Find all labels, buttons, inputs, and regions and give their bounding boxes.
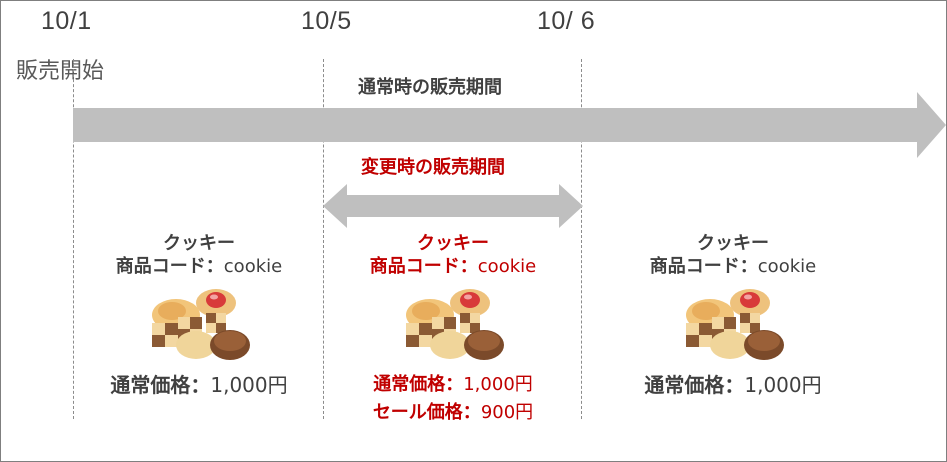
sale-price-label: セール価格： xyxy=(372,402,481,423)
changed-period-label: 変更時の販売期間 xyxy=(361,157,505,178)
cookie-illustration xyxy=(686,289,784,360)
regular-price: 通常価格：1,000円 xyxy=(348,371,558,399)
product-name: クッキー xyxy=(163,233,235,254)
regular-price-value: 1,000円 xyxy=(463,374,533,395)
product-code-value: cookie xyxy=(477,256,537,277)
launch-label: 販売開始 xyxy=(16,59,105,84)
product-name: クッキー xyxy=(697,233,769,254)
regular-price-value: 1,000円 xyxy=(744,373,822,397)
product-code: 商品コード：cookie xyxy=(628,255,838,279)
product-code-value: cookie xyxy=(757,256,817,277)
regular-price-label: 通常価格： xyxy=(373,374,464,395)
cookie-illustration xyxy=(152,289,250,360)
regular-price: 通常価格：1,000円 xyxy=(628,371,838,399)
product-card-after: クッキー 商品コード：cookie 通常価格：1,000円 xyxy=(628,233,838,399)
date-10-5: 10/5 xyxy=(301,7,352,35)
product-name: クッキー xyxy=(417,233,489,254)
product-code-label: 商品コード： xyxy=(649,256,758,277)
sale-price: セール価格：900円 xyxy=(348,399,558,427)
cookie-illustration xyxy=(406,289,504,360)
normal-period-label: 通常時の販売期間 xyxy=(358,77,502,98)
product-code-value: cookie xyxy=(223,256,283,277)
product-code-label: 商品コード： xyxy=(115,256,224,277)
regular-price-label: 通常価格： xyxy=(644,373,745,397)
divider-10-1 xyxy=(73,59,74,419)
product-card-before: クッキー 商品コード：cookie 通常価格：1,000円 xyxy=(94,233,304,399)
divider-10-6 xyxy=(581,59,582,419)
product-code: 商品コード：cookie xyxy=(348,255,558,279)
product-code-label: 商品コード： xyxy=(369,256,478,277)
date-10-1: 10/1 xyxy=(41,7,92,35)
regular-price-value: 1,000円 xyxy=(210,373,288,397)
normal-period-arrow xyxy=(73,92,946,158)
sale-price-value: 900円 xyxy=(480,402,534,423)
product-code: 商品コード：cookie xyxy=(94,255,304,279)
divider-10-5 xyxy=(323,59,324,419)
regular-price: 通常価格：1,000円 xyxy=(94,371,304,399)
date-10-6: 10/ 6 xyxy=(537,7,596,35)
regular-price-label: 通常価格： xyxy=(110,373,211,397)
changed-period-arrow xyxy=(323,184,583,228)
product-card-sale: クッキー 商品コード：cookie 通常価格：1,000円 セール価格：900円 xyxy=(348,233,558,427)
